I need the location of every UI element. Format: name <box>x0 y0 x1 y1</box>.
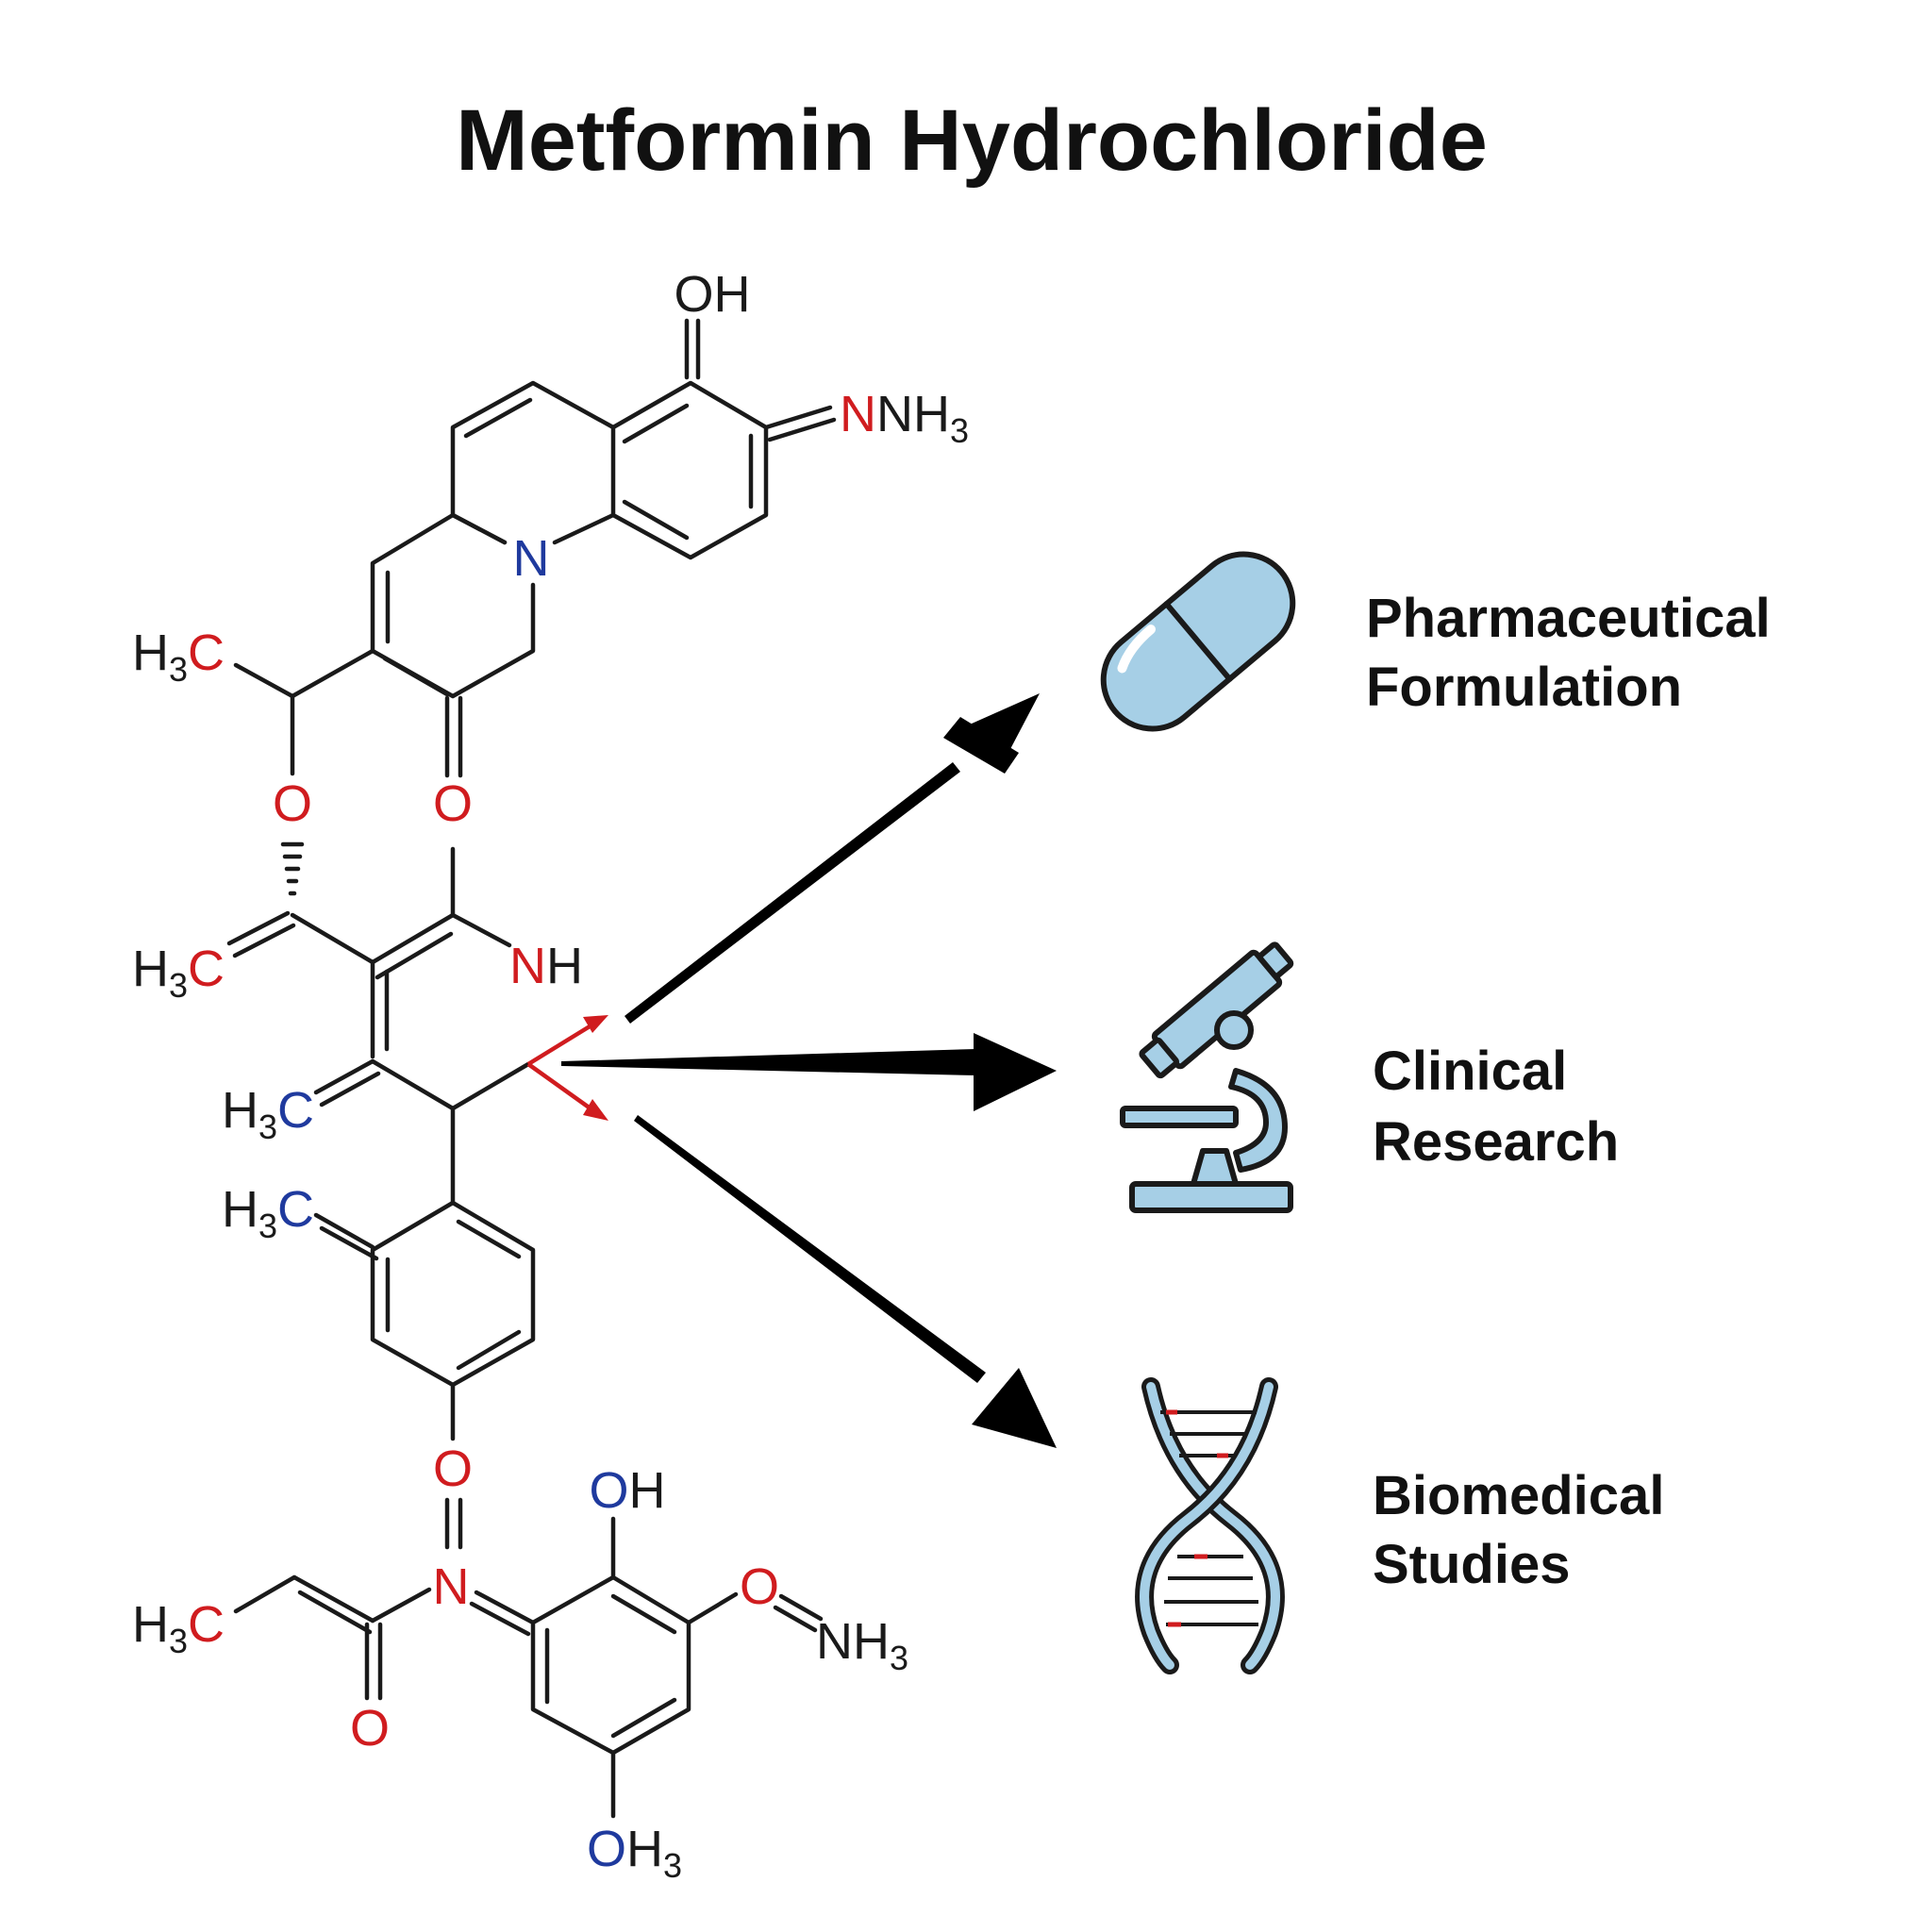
label-nh3-lower: NH3 <box>816 1613 908 1677</box>
dna-icon <box>1135 1377 1285 1674</box>
capsule-icon <box>1100 551 1296 732</box>
arrowhead-pharmaceutical <box>955 693 1040 769</box>
bond-chain-2b <box>375 931 454 980</box>
arrow-to-biomedical <box>634 1115 986 1383</box>
n-ring <box>370 512 536 699</box>
label-n-lower: N <box>433 1558 470 1615</box>
bond-lower-n <box>370 1587 432 1624</box>
atom-labels: OH NNH3 N H3C O O H3C NH H3C H3C O OH N … <box>132 266 969 1885</box>
bond-n-ring-a <box>474 1590 536 1625</box>
arrow-shaft-end-1 <box>943 717 1019 774</box>
arrow-to-clinical <box>561 1049 976 1075</box>
top-right-ring <box>610 380 769 560</box>
application-biomedical: Biomedical Studies <box>1373 1465 1664 1595</box>
label-h3c-1: H3C <box>132 625 225 689</box>
bond-o-nh3-b <box>773 1605 818 1633</box>
application-pharmaceutical: Pharmaceutical Formulation <box>1366 588 1771 718</box>
app-label-line2: Studies <box>1373 1534 1571 1595</box>
bond-h3c3-a <box>313 1058 375 1095</box>
bond-n-ring-b <box>469 1601 531 1637</box>
arrowhead-clinical <box>974 1033 1057 1111</box>
middle-benzene-ring <box>370 1200 536 1388</box>
bond-lower-1b <box>297 1590 373 1635</box>
bond-chain-2 <box>370 912 456 965</box>
label-h3c-3: H3C <box>222 1082 314 1146</box>
label-h3c-5: H3C <box>132 1596 225 1660</box>
label-nh3-top-sub: 3 <box>950 411 969 450</box>
lower-benzene-ring <box>530 1574 691 1756</box>
molecule-structure <box>226 318 837 1819</box>
bond-ch-ring <box>290 648 375 699</box>
label-o-ether: O <box>433 1441 473 1497</box>
arrowhead-biomedical <box>972 1368 1057 1448</box>
app-label-line1: Clinical <box>1373 1041 1567 1102</box>
bond-h3c4-b <box>319 1225 379 1261</box>
bond-ch-branch <box>450 1061 531 1111</box>
bond-nh3-top-b <box>767 417 837 442</box>
bond-ring-o-right <box>686 1591 739 1625</box>
label-o-center: O <box>433 775 473 832</box>
app-label-line1: Biomedical <box>1373 1465 1664 1526</box>
bond-h3c3-b <box>319 1071 381 1108</box>
dna-rungs <box>1160 1409 1258 1627</box>
middle-ring <box>450 380 616 545</box>
bond-h3c2-b <box>232 923 296 958</box>
label-n-ring: N <box>513 530 550 587</box>
bond-c-ch <box>370 1058 456 1111</box>
label-o-bottom-left: O <box>350 1700 390 1757</box>
bond-chain-nh <box>450 912 512 948</box>
small-red-arrows <box>526 1015 608 1121</box>
label-oh-top: OH <box>675 266 751 323</box>
arrow-to-pharmaceutical <box>625 762 960 1024</box>
application-clinical: Clinical Research <box>1373 1041 1619 1173</box>
bond-chain-1 <box>290 912 375 965</box>
label-o-right: O <box>740 1558 779 1615</box>
label-nh3-top-n: N <box>840 386 876 442</box>
app-label-line2: Formulation <box>1366 657 1682 718</box>
label-oh-lower: OH <box>589 1462 665 1519</box>
microscope-icon <box>1120 941 1294 1213</box>
bond-h3c4-a <box>313 1212 375 1250</box>
label-nh3-top-main: NH <box>876 386 950 442</box>
label-oh3-bottom: OH3 <box>587 1821 682 1885</box>
bond-h3c2-a <box>226 910 291 946</box>
label-nh3-top: NNH3 <box>840 386 969 450</box>
bond-nh3-top-a <box>763 405 833 430</box>
diagram-title: Metformin Hydrochloride <box>456 92 1488 189</box>
label-h3c-4: H3C <box>222 1181 314 1245</box>
bond-lower-1 <box>291 1574 375 1624</box>
bond-h3c1 <box>233 662 295 699</box>
app-label-line1: Pharmaceutical <box>1366 588 1771 649</box>
bond-h3c5 <box>233 1574 297 1614</box>
label-nh-mid: NH <box>509 938 583 994</box>
label-o-left: O <box>273 775 312 832</box>
label-h3c-2: H3C <box>132 941 225 1005</box>
bond-o-nh3-a <box>778 1593 824 1622</box>
application-arrows <box>561 693 1057 1448</box>
app-label-line2: Research <box>1373 1111 1619 1173</box>
hashed-wedge <box>280 841 305 896</box>
